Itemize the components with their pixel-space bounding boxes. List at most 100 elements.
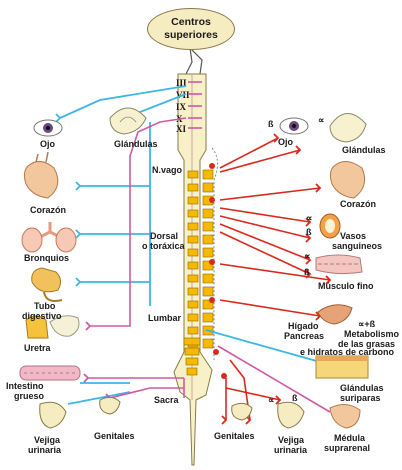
cord-segment-ganglion	[187, 196, 199, 205]
fiber-ending	[75, 181, 82, 191]
label-left-heart: Corazón	[30, 205, 66, 215]
segment-dorsal-1: Dorsal	[150, 231, 179, 241]
right-eye-organ	[279, 117, 309, 135]
label-left-large-intestine-2: grueso	[14, 391, 45, 401]
title-line-1: Centros	[171, 16, 211, 28]
label-right-beta-bladder: ß	[292, 393, 298, 403]
sacral-fibers-left	[88, 117, 187, 399]
sympathetic-ganglia-chain	[183, 163, 227, 379]
label-right-genitals: Genitales	[214, 431, 255, 441]
cord-dashed-edge	[211, 147, 218, 360]
cord-segment-ganglion	[187, 235, 199, 244]
right-bladder-organ	[277, 401, 305, 429]
sympathetic-fibers-right	[219, 137, 331, 421]
cranial-nerve-XI: XI	[176, 124, 186, 134]
label-right-vessels-1: Vasos	[340, 231, 367, 241]
label-right-alpha-eye: ∝	[318, 115, 325, 125]
cranial-nerve-IX: IX	[176, 102, 187, 112]
sympathetic-ganglion-node	[209, 163, 215, 169]
left-bronchi-organ	[21, 222, 77, 253]
segment-sacral: Sacra	[154, 395, 179, 405]
sympathetic-ganglion-node	[209, 197, 215, 203]
label-right-beta-muscle: ß	[304, 267, 310, 277]
cranial-parasympathetic-fibers	[188, 81, 202, 129]
label-right-vessels-2: sanguineos	[332, 241, 383, 251]
left-heart-organ	[23, 151, 59, 199]
cord-segment-ganglion	[187, 170, 199, 179]
label-left-eye: Ojo	[40, 139, 55, 149]
sympathetic-sweat-fiber	[205, 329, 321, 363]
cord-segment-ganglion	[187, 222, 199, 231]
right-sweat-glands-organ	[315, 355, 369, 379]
sympathetic-ganglion	[202, 260, 214, 271]
label-left-bronchi: Bronquios	[24, 253, 69, 263]
left-large-intestine-organ	[19, 365, 81, 381]
fiber-ending	[273, 133, 280, 143]
right-heart-organ	[329, 161, 366, 199]
label-left-large-intestine-1: Intestino	[6, 381, 44, 391]
left-glands-organ	[109, 107, 147, 135]
right-liver-organ	[317, 304, 353, 325]
label-left-glands: Glándulas	[114, 139, 158, 149]
label-right-alpha-muscle: ∝	[304, 251, 311, 261]
sympathetic-ganglion	[202, 273, 214, 284]
sympathetic-ganglion-node	[209, 297, 215, 303]
cord-segment-ganglion	[187, 261, 199, 270]
fiber-ending	[305, 269, 312, 279]
label-right-alpha-beta: ∝+ß	[358, 319, 376, 329]
sympathetic-ganglion	[202, 221, 214, 232]
right-vessels-organ	[319, 213, 341, 239]
fiber-ending	[75, 229, 82, 239]
adrenal-fiber	[217, 345, 331, 413]
lumbar-ganglion	[183, 337, 201, 346]
left-genitals-organ	[99, 396, 121, 415]
fiber-ending	[75, 277, 82, 287]
label-right-pancreas: Pancreas	[284, 331, 325, 341]
cord-segment-ganglion	[187, 300, 199, 309]
left-eye-organ	[33, 119, 63, 137]
fiber-ending	[221, 415, 228, 425]
higher-centers-node: Centros superiores	[147, 8, 235, 50]
label-left-digestive-2: digestivo	[22, 311, 62, 321]
right-glands-organ	[329, 113, 367, 143]
label-right-alpha-vessels: ∝	[306, 213, 313, 223]
left-bladder-organ	[39, 401, 67, 429]
sympathetic-ganglion	[202, 247, 214, 258]
right-adrenal-organ	[329, 404, 361, 429]
label-right-eye: Ojo	[278, 137, 293, 147]
label-right-alpha-bladder: ∝	[268, 395, 275, 405]
cord-segment-ganglion	[187, 287, 199, 296]
fiber-ending	[305, 255, 312, 265]
sympathetic-ganglion	[202, 208, 214, 219]
label-right-heart: Corazón	[340, 199, 376, 209]
lumbar-ganglion	[185, 357, 199, 366]
cord-segment-ganglion	[187, 248, 199, 257]
sympathetic-ganglion	[202, 299, 214, 310]
segment-lumbar: Lumbar	[148, 313, 182, 323]
segment-vagus: N.vago	[152, 165, 183, 175]
cord-segment-ganglion	[187, 274, 199, 283]
label-right-adrenal-2: suprarenal	[324, 443, 371, 453]
label-right-metabolism-2: de las grasas	[338, 339, 396, 349]
cranial-nerve-III: III	[176, 78, 187, 88]
label-right-bladder-2: urinaria	[274, 445, 308, 455]
fiber-ending	[85, 321, 92, 331]
label-right-glands: Glándulas	[342, 145, 386, 155]
fiber-ending	[295, 145, 302, 155]
descending-tract	[185, 47, 203, 75]
fiber-ending	[325, 275, 332, 285]
label-left-digestive-1: Tubo	[34, 301, 56, 311]
sympathetic-ganglion-node	[213, 349, 219, 355]
label-left-bladder-1: Vejiga	[34, 435, 61, 445]
label-left-bladder-2: urinaria	[28, 445, 62, 455]
sympathetic-ganglion-node	[221, 373, 227, 379]
sympathetic-ganglion	[202, 169, 214, 180]
sympathetic-ganglion	[202, 312, 214, 323]
label-right-bladder-1: Vejiga	[278, 435, 305, 445]
cord-segment-ganglion	[187, 183, 199, 192]
label-right-adrenal-1: Médula	[334, 433, 366, 443]
label-right-beta-vessels: ß	[306, 227, 312, 237]
fiber-ending	[305, 217, 312, 227]
title-line-2: superiores	[164, 29, 218, 41]
label-right-metabolism-1: Metabolismo	[344, 329, 400, 339]
